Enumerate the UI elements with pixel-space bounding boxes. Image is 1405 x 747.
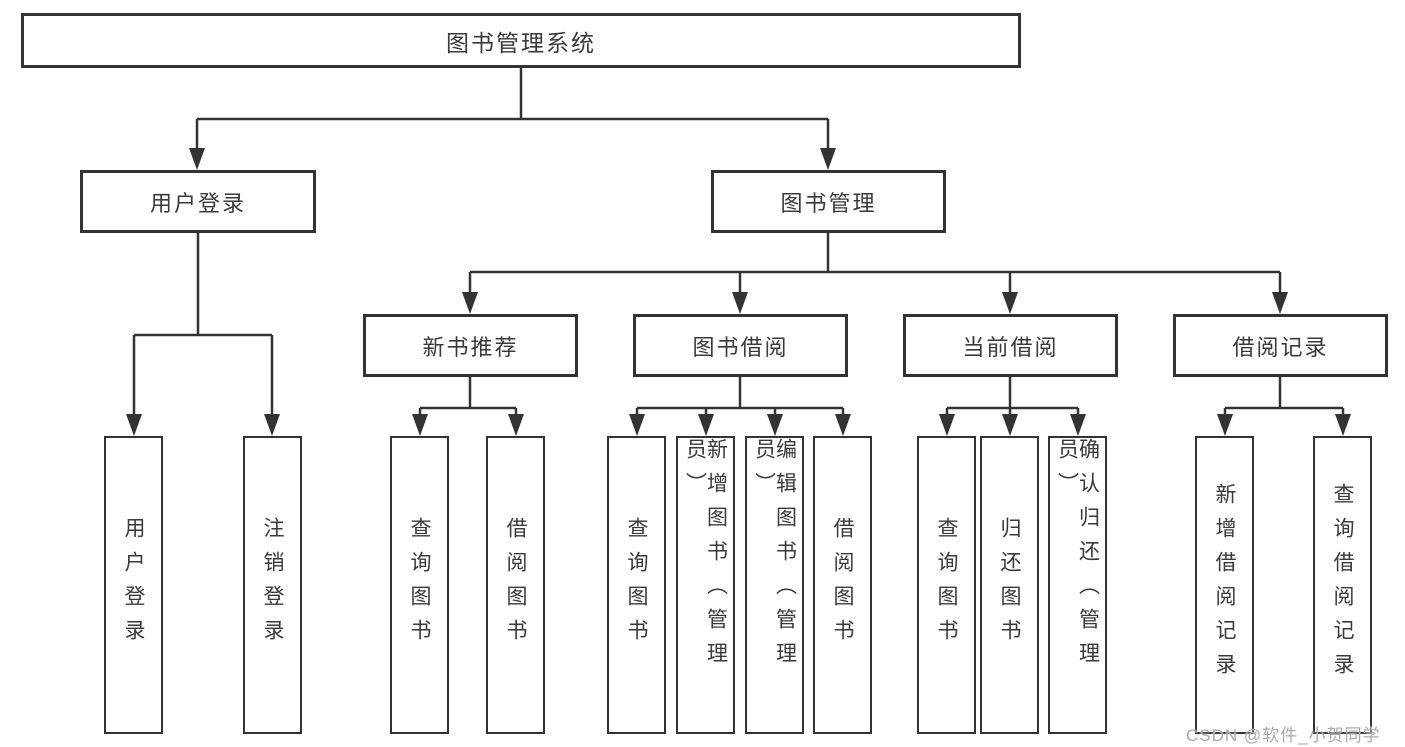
node-new-book-recommend: 新书推荐 xyxy=(363,314,578,377)
leaf-query-books-current-label: 查询图书 xyxy=(935,517,958,653)
leaf-borrow-books-recommend-label: 借阅图书 xyxy=(504,517,527,653)
leaf-edit-books-admin: 编辑图书（管理员） xyxy=(745,436,804,734)
node-current-borrow: 当前借阅 xyxy=(903,314,1118,377)
leaf-confirm-return-admin: 确认归还（管理员） xyxy=(1048,436,1107,734)
node-borrow-records: 借阅记录 xyxy=(1173,314,1388,377)
leaf-borrow-books-label: 借阅图书 xyxy=(831,517,854,653)
leaf-return-books-label: 归还图书 xyxy=(998,517,1021,653)
leaf-confirm-return-admin-label: 确认归还（管理员） xyxy=(1055,438,1100,676)
node-root-label: 图书管理系统 xyxy=(446,29,596,56)
node-user-login-label: 用户登录 xyxy=(149,190,246,216)
node-book-borrow: 图书借阅 xyxy=(633,314,848,377)
leaf-query-borrow-record: 查询借阅记录 xyxy=(1313,436,1372,734)
leaf-query-books-recommend: 查询图书 xyxy=(390,436,449,734)
node-new-book-recommend-label: 新书推荐 xyxy=(422,334,519,360)
leaf-add-books-admin: 新增图书（管理员） xyxy=(676,436,735,734)
node-book-management: 图书管理 xyxy=(711,170,946,233)
leaf-borrow-books: 借阅图书 xyxy=(813,436,872,734)
leaf-add-borrow-record: 新增借阅记录 xyxy=(1195,436,1254,734)
leaf-add-books-admin-label: 新增图书（管理员） xyxy=(683,438,728,676)
csdn-watermark: CSDN @软件_小贺同学 xyxy=(1186,726,1381,745)
leaf-edit-books-admin-label: 编辑图书（管理员） xyxy=(752,438,797,676)
leaf-borrow-books-recommend: 借阅图书 xyxy=(486,436,545,734)
node-book-borrow-label: 图书借阅 xyxy=(692,334,789,360)
leaf-query-books-borrow: 查询图书 xyxy=(607,436,666,734)
leaf-add-borrow-record-label: 新增借阅记录 xyxy=(1213,483,1236,687)
node-borrow-records-label: 借阅记录 xyxy=(1232,334,1329,360)
node-current-borrow-label: 当前借阅 xyxy=(962,334,1059,360)
leaf-user-login: 用户登录 xyxy=(104,436,163,734)
leaf-logout: 注销登录 xyxy=(243,436,302,734)
leaf-query-borrow-record-label: 查询借阅记录 xyxy=(1331,483,1354,687)
leaf-query-books-recommend-label: 查询图书 xyxy=(408,517,431,653)
leaf-query-books-current: 查询图书 xyxy=(917,436,976,734)
leaf-query-books-borrow-label: 查询图书 xyxy=(625,517,648,653)
leaf-user-login-label: 用户登录 xyxy=(122,517,145,653)
leaf-logout-label: 注销登录 xyxy=(261,517,284,653)
leaf-return-books: 归还图书 xyxy=(980,436,1039,734)
node-user-login: 用户登录 xyxy=(80,170,316,233)
node-root: 图书管理系统 xyxy=(21,13,1021,68)
node-book-management-label: 图书管理 xyxy=(780,190,877,216)
